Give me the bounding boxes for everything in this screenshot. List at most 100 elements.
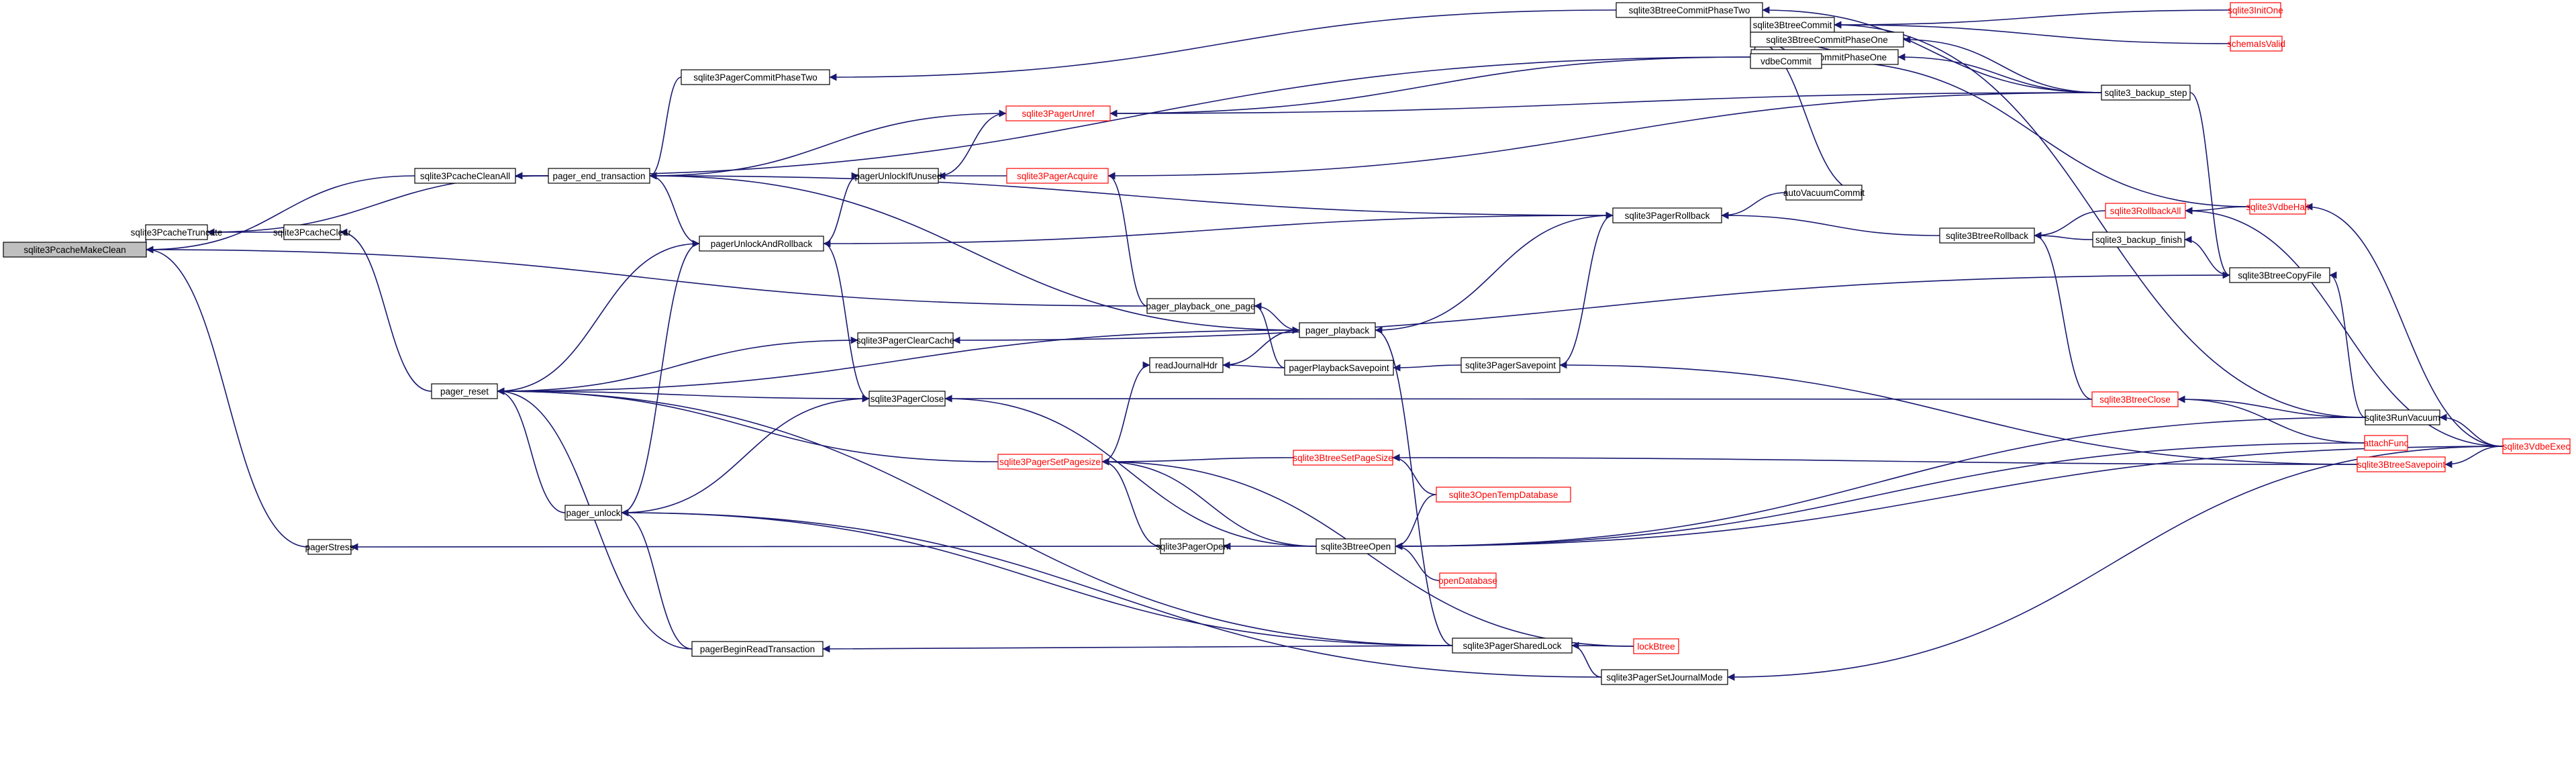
node-box[interactable] xyxy=(1293,450,1393,466)
graph-node-sqlite3pagerclose[interactable]: sqlite3PagerClose xyxy=(869,391,946,407)
graph-node-sqlite3pagerclearcache[interactable]: sqlite3PagerClearCache xyxy=(856,332,954,348)
node-box[interactable] xyxy=(307,539,352,555)
node-box[interactable] xyxy=(564,505,622,521)
node-box[interactable] xyxy=(1436,487,1571,503)
node-box[interactable] xyxy=(1005,105,1111,121)
graph-node-sqlite3pageracquire[interactable]: sqlite3PagerAcquire xyxy=(1006,168,1109,184)
node-box[interactable] xyxy=(2101,85,2191,101)
node-box[interactable] xyxy=(1146,298,1255,314)
graph-node-attachfunc[interactable]: attachFunc xyxy=(2364,435,2409,451)
graph-node-pager-playback[interactable]: pager_playback xyxy=(1299,322,1376,338)
node-box[interactable] xyxy=(431,383,498,399)
graph-node-sqlite3btreecommit[interactable]: sqlite3BtreeCommit xyxy=(1750,17,1835,33)
node-box[interactable] xyxy=(997,454,1103,470)
node-box[interactable] xyxy=(3,242,147,258)
node-box[interactable] xyxy=(1439,572,1497,589)
graph-node-sqlite3btreesetpagesize[interactable]: sqlite3BtreeSetPageSize xyxy=(1293,450,1393,466)
node-box[interactable] xyxy=(1284,360,1394,376)
node-box[interactable] xyxy=(1616,2,1763,18)
graph-node-pagerplaybacksavepoint[interactable]: pagerPlaybackSavepoint xyxy=(1284,360,1394,376)
graph-node-sqlite3btreesavepoint[interactable]: sqlite3BtreeSavepoint xyxy=(2357,456,2446,472)
node-box[interactable] xyxy=(869,391,946,407)
node-box[interactable] xyxy=(2249,199,2306,215)
graph-node-sqlite3rollbackall[interactable]: sqlite3RollbackAll xyxy=(2105,203,2186,219)
graph-node-sqlite3pcachetruncate[interactable]: sqlite3PcacheTruncate xyxy=(131,224,223,240)
node-box[interactable] xyxy=(1160,538,1224,554)
graph-node-sqlite3-backup-step[interactable]: sqlite3_backup_step xyxy=(2101,85,2191,101)
graph-node-sqlite3pageropen[interactable]: sqlite3PagerOpen xyxy=(1156,538,1228,554)
graph-node-sqlite3btreeopen[interactable]: sqlite3BtreeOpen xyxy=(1316,538,1396,554)
node-box[interactable] xyxy=(1633,638,1679,654)
graph-node-sqlite3pcachemakeclean[interactable]: sqlite3PcacheMakeClean xyxy=(3,242,147,258)
graph-node-pager-end-transaction[interactable]: pager_end_transaction xyxy=(548,168,650,184)
graph-node-sqlite3-backup-finish[interactable]: sqlite3_backup_finish xyxy=(2092,232,2185,248)
graph-node-pager-unlock[interactable]: pager_unlock xyxy=(564,505,622,521)
node-box[interactable] xyxy=(283,224,341,240)
node-box[interactable] xyxy=(1460,357,1561,373)
graph-node-sqlite3pagerunref[interactable]: sqlite3PagerUnref xyxy=(1005,105,1111,121)
node-box[interactable] xyxy=(1785,185,1863,201)
graph-node-pager-playback-one-page[interactable]: pager_playback_one_page xyxy=(1146,298,1256,314)
node-box[interactable] xyxy=(1149,357,1224,373)
graph-node-pager-reset[interactable]: pager_reset xyxy=(431,383,498,399)
graph-node-sqlite3btreecommitphasetwo[interactable]: sqlite3BtreeCommitPhaseTwo xyxy=(1616,2,1763,18)
graph-node-sqlite3vdbehalt[interactable]: sqlite3VdbeHalt xyxy=(2246,199,2310,215)
graph-node-sqlite3pagersetpagesize[interactable]: sqlite3PagerSetPagesize xyxy=(997,454,1103,470)
node-label: sqlite3PagerSavepoint xyxy=(1465,360,1556,370)
node-box[interactable] xyxy=(2092,232,2185,248)
graph-node-sqlite3btreeclose[interactable]: sqlite3BtreeClose xyxy=(2091,391,2179,407)
node-box[interactable] xyxy=(1006,168,1109,184)
graph-node-lockbtree[interactable]: lockBtree xyxy=(1633,638,1679,654)
graph-node-readjournalhdr[interactable]: readJournalHdr xyxy=(1149,357,1224,373)
graph-node-sqlite3opentempdatabase[interactable]: sqlite3OpenTempDatabase xyxy=(1436,487,1571,503)
graph-node-pagerbeginreadtransaction[interactable]: pagerBeginReadTransaction xyxy=(691,641,824,657)
node-box[interactable] xyxy=(699,236,824,252)
graph-node-sqlite3pagersavepoint[interactable]: sqlite3PagerSavepoint xyxy=(1460,357,1561,373)
graph-node-sqlite3pcachecleanall[interactable]: sqlite3PcacheCleanAll xyxy=(414,168,516,184)
node-box[interactable] xyxy=(1316,538,1396,554)
graph-node-sqlite3runvacuum[interactable]: sqlite3RunVacuum xyxy=(2365,409,2440,425)
graph-node-vdbecommit[interactable]: vdbeCommit xyxy=(1750,53,1822,69)
node-box[interactable] xyxy=(1939,227,2035,244)
call-edge xyxy=(1834,21,2231,44)
graph-node-sqlite3pagersetjournalmode[interactable]: sqlite3PagerSetJournalMode xyxy=(1601,669,1728,685)
node-box[interactable] xyxy=(1750,32,1904,48)
graph-node-sqlite3pcacheclear[interactable]: sqlite3PcacheClear xyxy=(273,224,352,240)
graph-node-pagerunlockifunused[interactable]: pagerUnlockIfUnused xyxy=(855,168,942,184)
node-box[interactable] xyxy=(1601,669,1728,685)
graph-node-sqlite3pagercommitphasetwo[interactable]: sqlite3PagerCommitPhaseTwo xyxy=(681,69,830,85)
graph-node-schemaisvalid[interactable]: schemaIsValid xyxy=(2227,36,2285,52)
node-box[interactable] xyxy=(2365,409,2440,425)
graph-node-sqlite3vdbeexec[interactable]: sqlite3VdbeExec xyxy=(2502,438,2571,454)
node-box[interactable] xyxy=(1612,207,1722,223)
node-box[interactable] xyxy=(691,641,824,657)
node-box[interactable] xyxy=(2230,2,2281,18)
graph-node-opendatabase[interactable]: openDatabase xyxy=(1438,572,1497,589)
graph-node-sqlite3btreerollback[interactable]: sqlite3BtreeRollback xyxy=(1939,227,2035,244)
graph-node-autovacuumcommit[interactable]: autoVacuumCommit xyxy=(1783,185,1865,201)
node-box[interactable] xyxy=(145,224,208,240)
node-box[interactable] xyxy=(857,332,954,348)
graph-node-pagerunlockandrollback[interactable]: pagerUnlockAndRollback xyxy=(699,236,824,252)
node-box[interactable] xyxy=(1750,53,1822,69)
node-box[interactable] xyxy=(548,168,650,184)
graph-node-pagerstress[interactable]: pagerStress xyxy=(305,539,354,555)
node-box[interactable] xyxy=(414,168,516,184)
node-box[interactable] xyxy=(2502,438,2571,454)
graph-node-sqlite3btreecopyfile[interactable]: sqlite3BtreeCopyFile xyxy=(2229,267,2330,283)
node-box[interactable] xyxy=(1452,638,1573,654)
node-box[interactable] xyxy=(2229,267,2330,283)
graph-node-sqlite3initone[interactable]: sqlite3InitOne xyxy=(2228,2,2283,18)
node-box[interactable] xyxy=(2091,391,2179,407)
node-box[interactable] xyxy=(858,168,939,184)
node-box[interactable] xyxy=(1299,322,1376,338)
graph-node-sqlite3pagersharedlock[interactable]: sqlite3PagerSharedLock xyxy=(1452,638,1573,654)
node-box[interactable] xyxy=(2364,435,2408,451)
graph-node-sqlite3pagerrollback[interactable]: sqlite3PagerRollback xyxy=(1612,207,1722,223)
node-box[interactable] xyxy=(681,69,830,85)
graph-node-sqlite3btreecommitphaseone[interactable]: sqlite3BtreeCommitPhaseOne xyxy=(1750,32,1904,48)
node-box[interactable] xyxy=(2230,36,2283,52)
node-box[interactable] xyxy=(2105,203,2186,219)
node-box[interactable] xyxy=(2357,456,2446,472)
call-edge xyxy=(621,240,700,513)
